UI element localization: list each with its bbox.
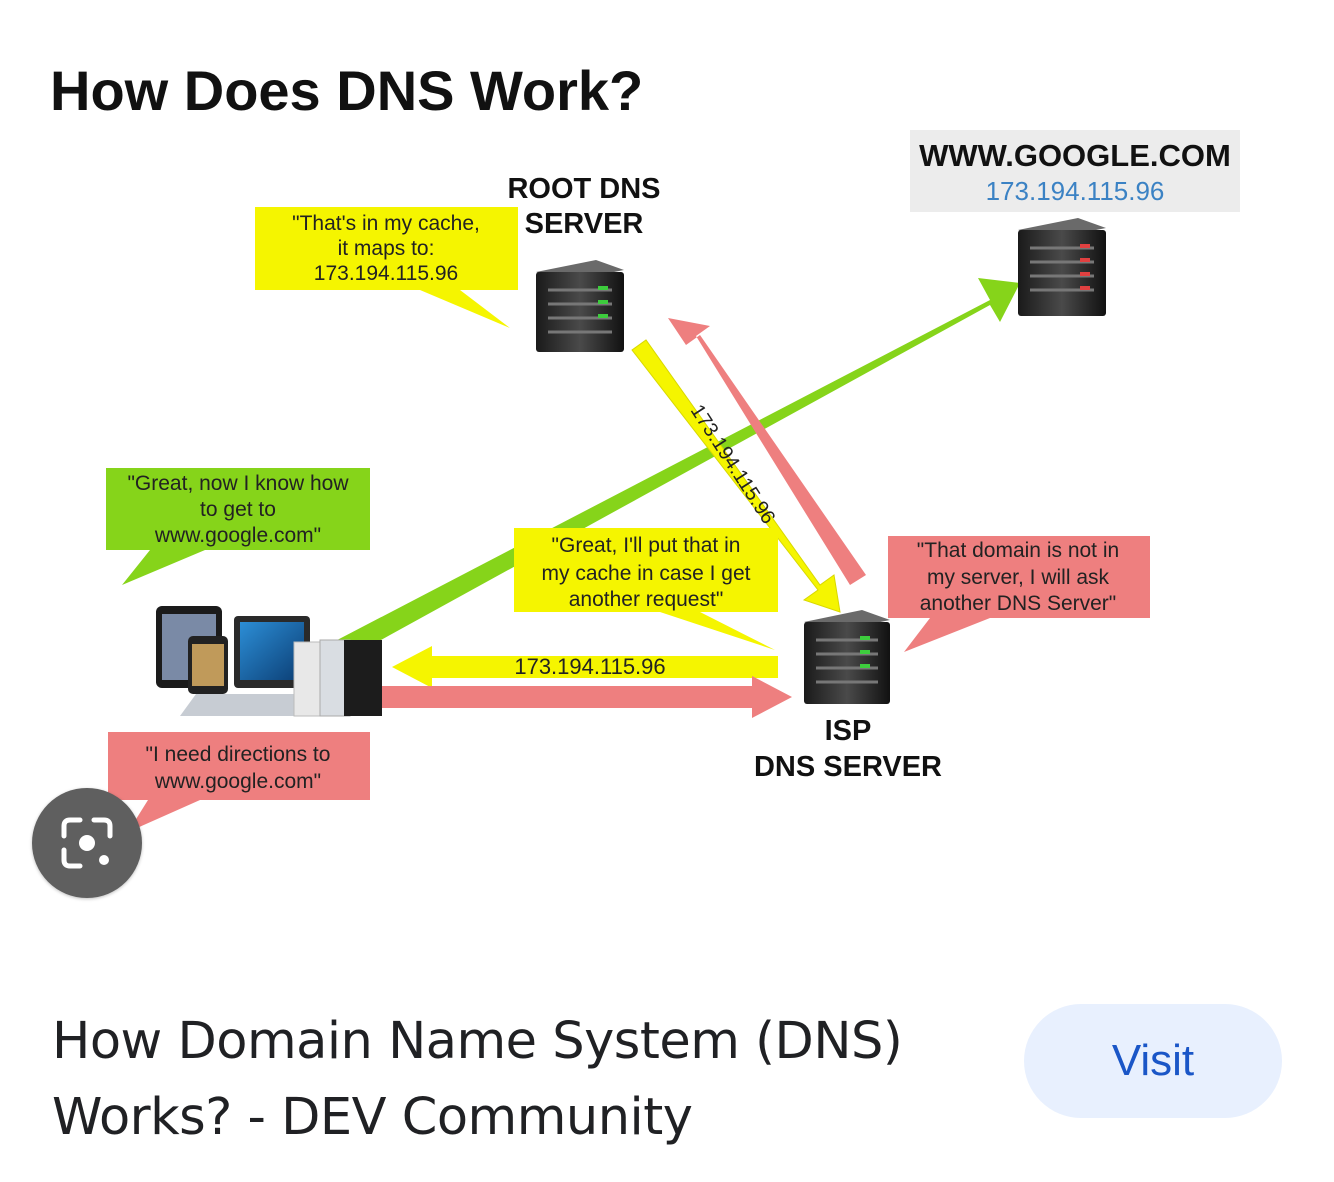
google-domain-label: WWW.GOOGLE.COM	[919, 138, 1231, 173]
red-arrow-client-to-isp	[382, 676, 792, 718]
bubble-client-great-line-3: www.google.com"	[154, 524, 321, 547]
diagram-title: How Does DNS Work?	[50, 59, 643, 122]
red-arrow-isp-to-root	[668, 318, 866, 585]
bubble-isp-not-in-line-3: another DNS Server"	[920, 592, 1117, 615]
bubble-client-need-line-2: www.google.com"	[154, 770, 321, 793]
google-lens-button[interactable]	[32, 788, 142, 898]
bubble-isp-not-in-line-2: my server, I will ask	[927, 566, 1110, 589]
google-lens-icon	[61, 817, 113, 869]
result-image[interactable]: How Does DNS Work? WWW.GOOGLE.COM 173.19…	[0, 0, 1334, 960]
google-ip-label: 173.194.115.96	[986, 176, 1165, 206]
bubble-client-great-line-1: "Great, now I know how	[127, 472, 349, 495]
isp-dns-server-icon	[804, 610, 890, 704]
google-box	[910, 130, 1240, 212]
root-server-label-2: SERVER	[525, 208, 644, 240]
google-server-icon	[1018, 218, 1106, 316]
isp-server-label-2: DNS SERVER	[754, 751, 942, 783]
bubble-isp-cache: "Great, I'll put that in my cache in cas…	[514, 528, 778, 650]
green-arrow-to-google	[318, 278, 1020, 668]
bubble-isp-cache-line-2: my cache in case I get	[542, 562, 751, 585]
bubble-client-need-line-1: "I need directions to	[146, 743, 331, 766]
bubble-isp-not-in: "That domain is not in my server, I will…	[888, 536, 1150, 652]
bubble-root-cache-line-2: it maps to:	[338, 237, 435, 260]
visit-button[interactable]: Visit	[1024, 1004, 1282, 1118]
dns-diagram: How Does DNS Work? WWW.GOOGLE.COM 173.19…	[50, 59, 1240, 832]
bubble-client-great: "Great, now I know how to get to www.goo…	[106, 468, 370, 585]
root-dns-server-icon	[536, 260, 624, 352]
bubble-isp-cache-line-1: "Great, I'll put that in	[552, 534, 741, 557]
result-title[interactable]: How Domain Name System (DNS) Works? - DE…	[52, 1012, 903, 1147]
bubble-root-cache-line-1: "That's in my cache,	[292, 212, 480, 235]
bubble-isp-not-in-line-1: "That domain is not in	[917, 539, 1119, 562]
bubble-root-cache-line-3: 173.194.115.96	[314, 262, 458, 285]
yellow-arrow-root-to-isp	[631, 339, 841, 613]
root-server-label-1: ROOT DNS	[507, 173, 660, 205]
yellow-arrow-isp-to-client	[392, 646, 778, 688]
bubble-client-need: "I need directions to www.google.com"	[108, 732, 370, 832]
bubble-isp-cache-line-3: another request"	[569, 588, 724, 611]
isp-server-label-1: ISP	[825, 715, 872, 747]
isp-to-client-ip-label: 173.194.115.96	[514, 654, 665, 679]
bubble-client-great-line-2: to get to	[200, 498, 276, 521]
bubble-root-cache: "That's in my cache, it maps to: 173.194…	[255, 207, 518, 328]
client-devices-icon	[156, 606, 382, 717]
